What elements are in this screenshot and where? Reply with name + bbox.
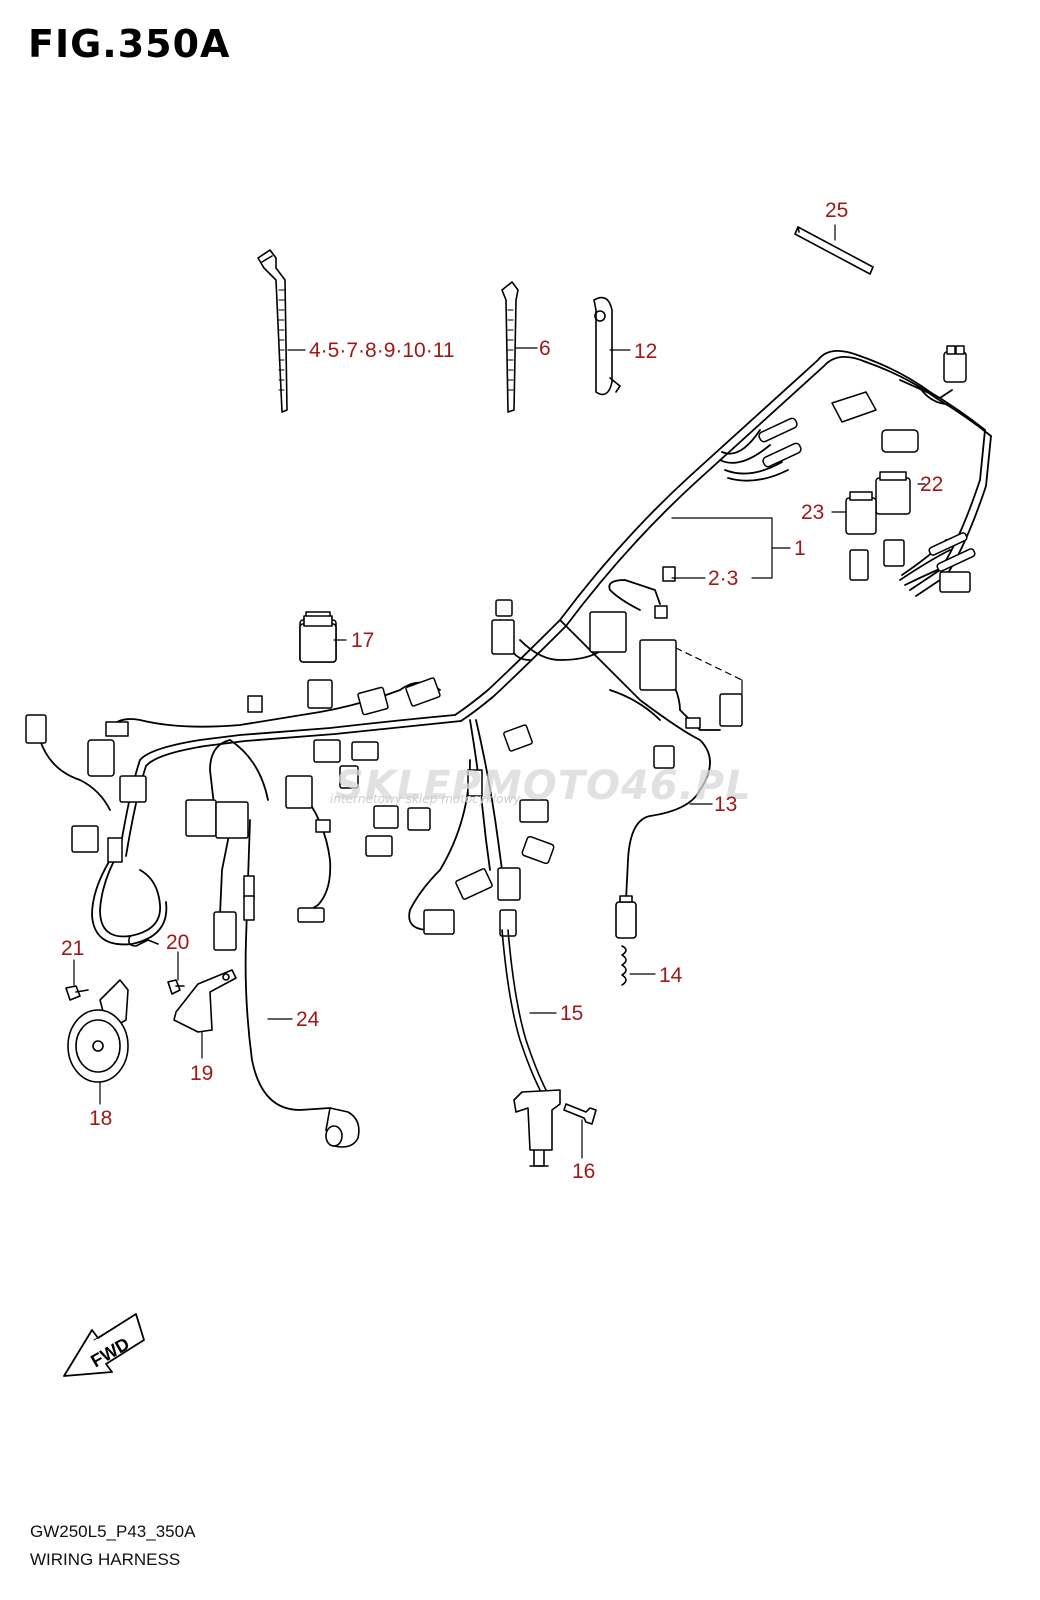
callout-13: 13 bbox=[714, 793, 738, 816]
footer-figure-code: GW250L5_P43_350A bbox=[30, 1522, 196, 1541]
callout-2-3: 2·3 bbox=[708, 567, 739, 590]
watermark: SKLEPMOTO46.PL bbox=[335, 763, 752, 809]
callout-18: 18 bbox=[89, 1107, 113, 1130]
figure-title: FIG.350A bbox=[28, 22, 231, 66]
part-18-horn bbox=[67, 979, 129, 1083]
part-15-sensor bbox=[501, 929, 561, 1167]
part-20-bolt bbox=[167, 979, 185, 995]
callout-21: 21 bbox=[61, 937, 85, 960]
callout-15: 15 bbox=[560, 1002, 584, 1025]
part-21-bolt bbox=[65, 985, 89, 1001]
part-19-bracket bbox=[173, 969, 237, 1033]
callout-23: 23 bbox=[801, 501, 825, 524]
callout-16: 16 bbox=[572, 1160, 596, 1183]
callout-6: 6 bbox=[539, 337, 551, 360]
watermark-subtext: internetowy sklep motocyklowy bbox=[330, 792, 521, 806]
part-6-cable-tie bbox=[501, 281, 519, 413]
part-16-bolt bbox=[563, 1103, 597, 1125]
callout-1: 1 bbox=[794, 537, 806, 560]
callout-4-5-7-8-9-10-11: 4·5·7·8·9·10·11 bbox=[309, 339, 455, 362]
callout-12: 12 bbox=[634, 340, 658, 363]
part-14-switch bbox=[615, 895, 637, 986]
callout-24: 24 bbox=[296, 1008, 320, 1031]
callout-22: 22 bbox=[920, 473, 944, 496]
leader-lines bbox=[73, 224, 926, 1159]
footer-figure-name: WIRING HARNESS bbox=[30, 1550, 181, 1569]
harness-clip bbox=[128, 935, 159, 947]
part-25-strip bbox=[794, 226, 874, 275]
callout-17: 17 bbox=[351, 629, 375, 652]
callout-25: 25 bbox=[825, 199, 849, 222]
part-17-relay bbox=[299, 615, 337, 663]
callout-14: 14 bbox=[659, 964, 683, 987]
callout-20: 20 bbox=[166, 931, 190, 954]
part-4-cable-tie bbox=[257, 249, 288, 413]
part-24-cable-end bbox=[325, 1107, 360, 1148]
fwd-arrow-icon: FWD bbox=[63, 1313, 145, 1377]
part-12-clamp bbox=[593, 296, 621, 396]
callout-19: 19 bbox=[190, 1062, 214, 1085]
